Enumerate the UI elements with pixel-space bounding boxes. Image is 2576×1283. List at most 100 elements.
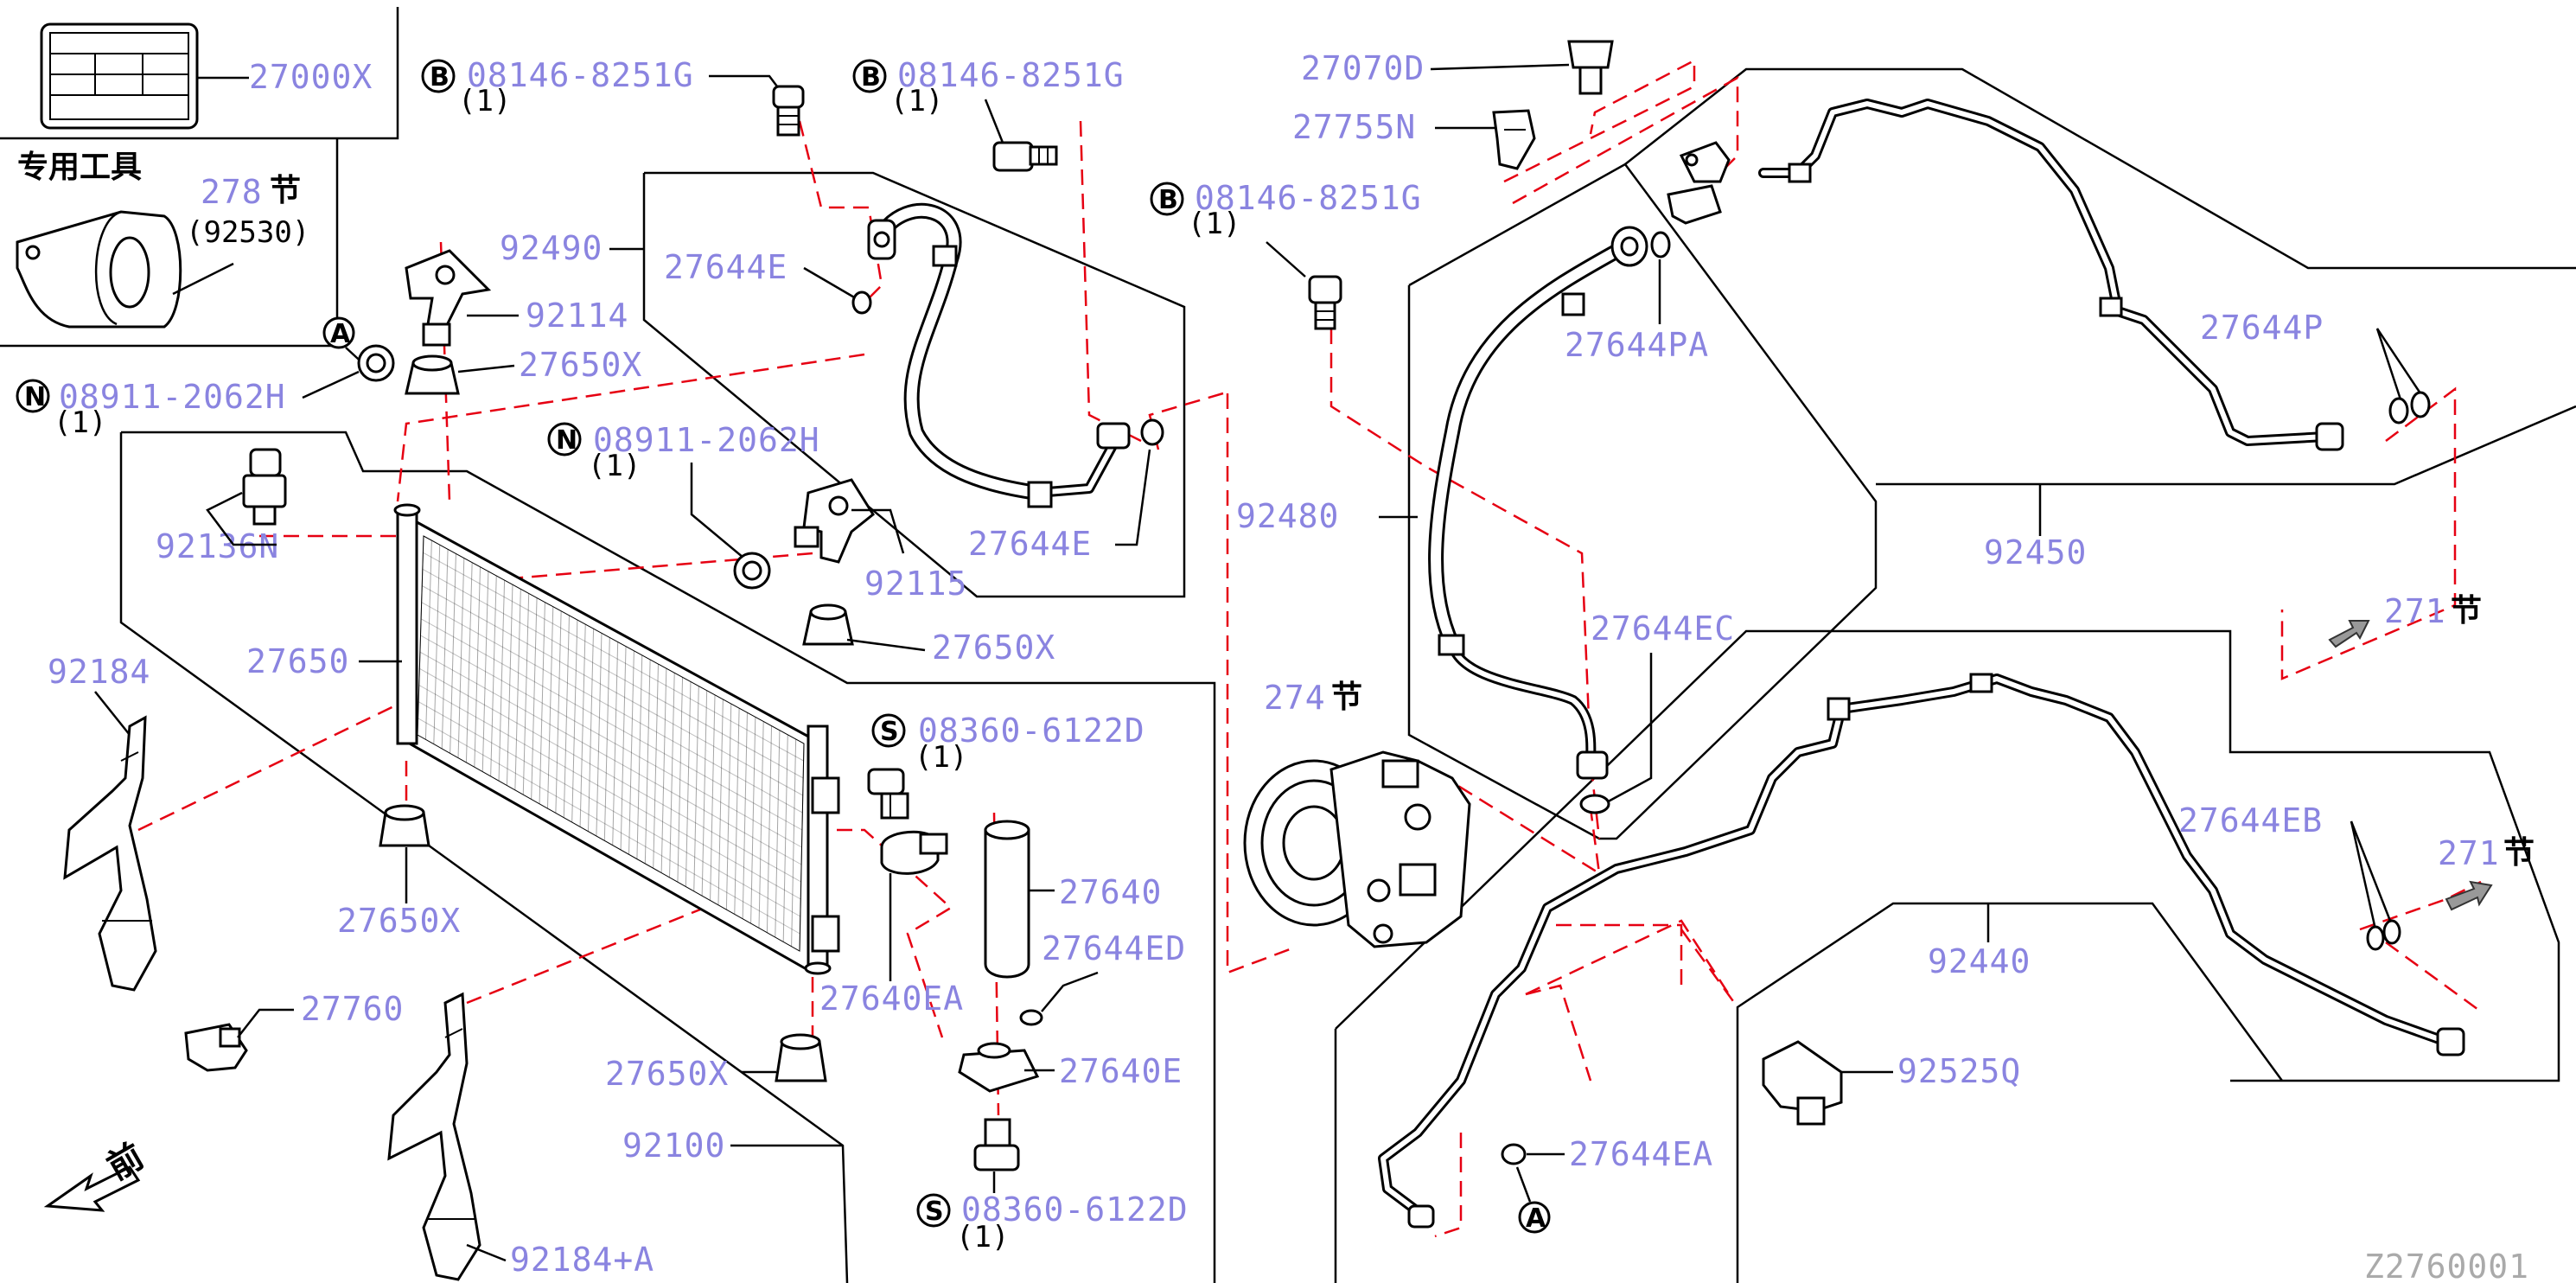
oring-27644P-2 (2410, 391, 2431, 418)
section-ref-a: 271 (2384, 592, 2446, 630)
hose-92490 (867, 203, 1131, 508)
part-92114: 92114 (526, 297, 628, 335)
callout-n1-mark: N (24, 382, 46, 412)
part-27650X-lower-left: 27650X (337, 902, 461, 940)
oring-27644P-1 (2388, 397, 2409, 424)
seal-92184A (387, 992, 481, 1281)
callout-b1-mark: B (430, 62, 450, 93)
part-27644PA: 27644PA (1565, 326, 1709, 364)
condenser-27650 (393, 503, 840, 975)
section-ref-b-suffix: 节 (2503, 835, 2535, 871)
grommet-27650X-lower-left (379, 804, 430, 847)
callout-s1-qty: (1) (915, 740, 967, 775)
boundary-lines (0, 7, 2576, 1283)
part-92440: 92440 (1928, 942, 2031, 980)
bracket-92114 (357, 249, 492, 382)
callout-n1: N 08911-2062H (1) (16, 370, 360, 440)
section-ref-arrow-icon-b (2445, 880, 2493, 911)
pipe-92440 (1378, 673, 2465, 1229)
callout-n1-qty: (1) (54, 405, 106, 440)
diagram-id: Z2760001 (2364, 1248, 2529, 1283)
callout-s2-qty: (1) (956, 1220, 1009, 1254)
callout-b2-part: 08146-8251G (897, 56, 1125, 94)
oring-27644EC (1579, 794, 1610, 814)
seal-92184 (63, 715, 157, 992)
callout-b3: B 08146-8251G (1) (1150, 179, 1421, 278)
callout-s2-mark: S (925, 1197, 944, 1227)
part-27650X-bottom: 27650X (605, 1055, 729, 1093)
part-92525Q: 92525Q (1897, 1052, 2021, 1090)
part-92450: 92450 (1984, 533, 2087, 571)
sensor-92525Q (1762, 1040, 1843, 1126)
grommet-27650X-mid (802, 603, 854, 646)
part-92480: 92480 (1236, 497, 1339, 535)
special-tool-heading: 专用工具 (17, 150, 142, 185)
part-27644E-upper: 27644E (664, 248, 787, 286)
cap-27640E (958, 1042, 1040, 1093)
bolt-b3 (1308, 275, 1342, 330)
oring-27644EB-1 (2366, 925, 2385, 951)
callout-n2: N 08911-2062H (1) (547, 421, 820, 559)
oring-27644EB-2 (2382, 919, 2401, 945)
bolt-s2 (973, 1118, 1020, 1171)
oring-27644ED (1019, 1009, 1043, 1026)
part-27644EC: 27644EC (1591, 610, 1735, 648)
callout-s1: S 08360-6122D (1) (871, 712, 1145, 775)
callout-n2-mark: N (556, 425, 577, 456)
part-27644EB: 27644EB (2178, 801, 2323, 839)
section-ref-arrow-icon-a (2328, 620, 2370, 648)
callout-b1: B 08146-8251G (1) (421, 56, 783, 118)
part-27640EA: 27640EA (819, 980, 964, 1018)
oring-27644EA (1501, 1143, 1527, 1165)
part-27640: 27640 (1059, 873, 1162, 911)
special-tool-ref-suffix: 节 (270, 173, 301, 208)
callout-b2: B 08146-8251G (1) (852, 56, 1125, 144)
grommet-27650X-bottom (775, 1033, 827, 1082)
callout-n2-part: 08911-2062H (593, 421, 820, 459)
sensor-92136N (242, 448, 287, 526)
bolt-b1 (772, 85, 805, 137)
callout-b3-qty: (1) (1188, 207, 1240, 241)
label-box (40, 22, 249, 130)
oring-27644PA (1650, 231, 1671, 259)
compressor (1243, 750, 1471, 948)
part-92100: 92100 (622, 1127, 725, 1165)
callout-b1-qty: (1) (458, 84, 511, 118)
grommet-27650X-top (405, 354, 460, 395)
callout-n2-qty: (1) (588, 449, 641, 483)
callout-s2-part: 08360-6122D (961, 1190, 1189, 1229)
bolt-s1 (867, 768, 909, 820)
label-box-part-no: 27000X (249, 58, 373, 96)
receiver-drier-27640 (984, 820, 1030, 979)
clip-27755N (1492, 109, 1536, 170)
part-27644E-lower: 27644E (968, 525, 1092, 563)
bracket-92115 (794, 478, 875, 564)
hose-92480 (1428, 226, 1648, 780)
clamp-27640EA (880, 830, 948, 875)
part-27644EA: 27644EA (1569, 1135, 1713, 1173)
special-tool-drawing (16, 210, 234, 329)
part-27644P: 27644P (2200, 309, 2324, 347)
callout-n1-part: 08911-2062H (59, 378, 286, 416)
callout-b3-mark: B (1158, 185, 1178, 215)
bolt-b2 (992, 141, 1058, 172)
callout-s1-mark: S (880, 717, 899, 747)
part-27650X-mid: 27650X (932, 629, 1055, 667)
section-ref-a-suffix: 节 (2451, 593, 2482, 629)
callout-b2-mark: B (861, 62, 881, 93)
bolt-27070D (1567, 40, 1614, 95)
special-tool-part-no: (92530) (186, 215, 309, 250)
part-27070D: 27070D (1301, 49, 1425, 87)
part-27650X-top: 27650X (519, 346, 642, 384)
part-27640E: 27640E (1059, 1052, 1183, 1090)
ref-mark-a-top-text: A (330, 319, 351, 349)
special-tool-ref: 278 (201, 173, 263, 211)
callout-s1-part: 08360-6122D (918, 712, 1145, 750)
part-92490: 92490 (500, 229, 603, 267)
part-92115: 92115 (864, 565, 967, 603)
part-27644ED: 27644ED (1042, 929, 1186, 967)
part-92136N: 92136N (156, 527, 279, 565)
part-27755N: 27755N (1292, 108, 1416, 146)
callout-s2: S 08360-6122D (1) (916, 1171, 1189, 1254)
